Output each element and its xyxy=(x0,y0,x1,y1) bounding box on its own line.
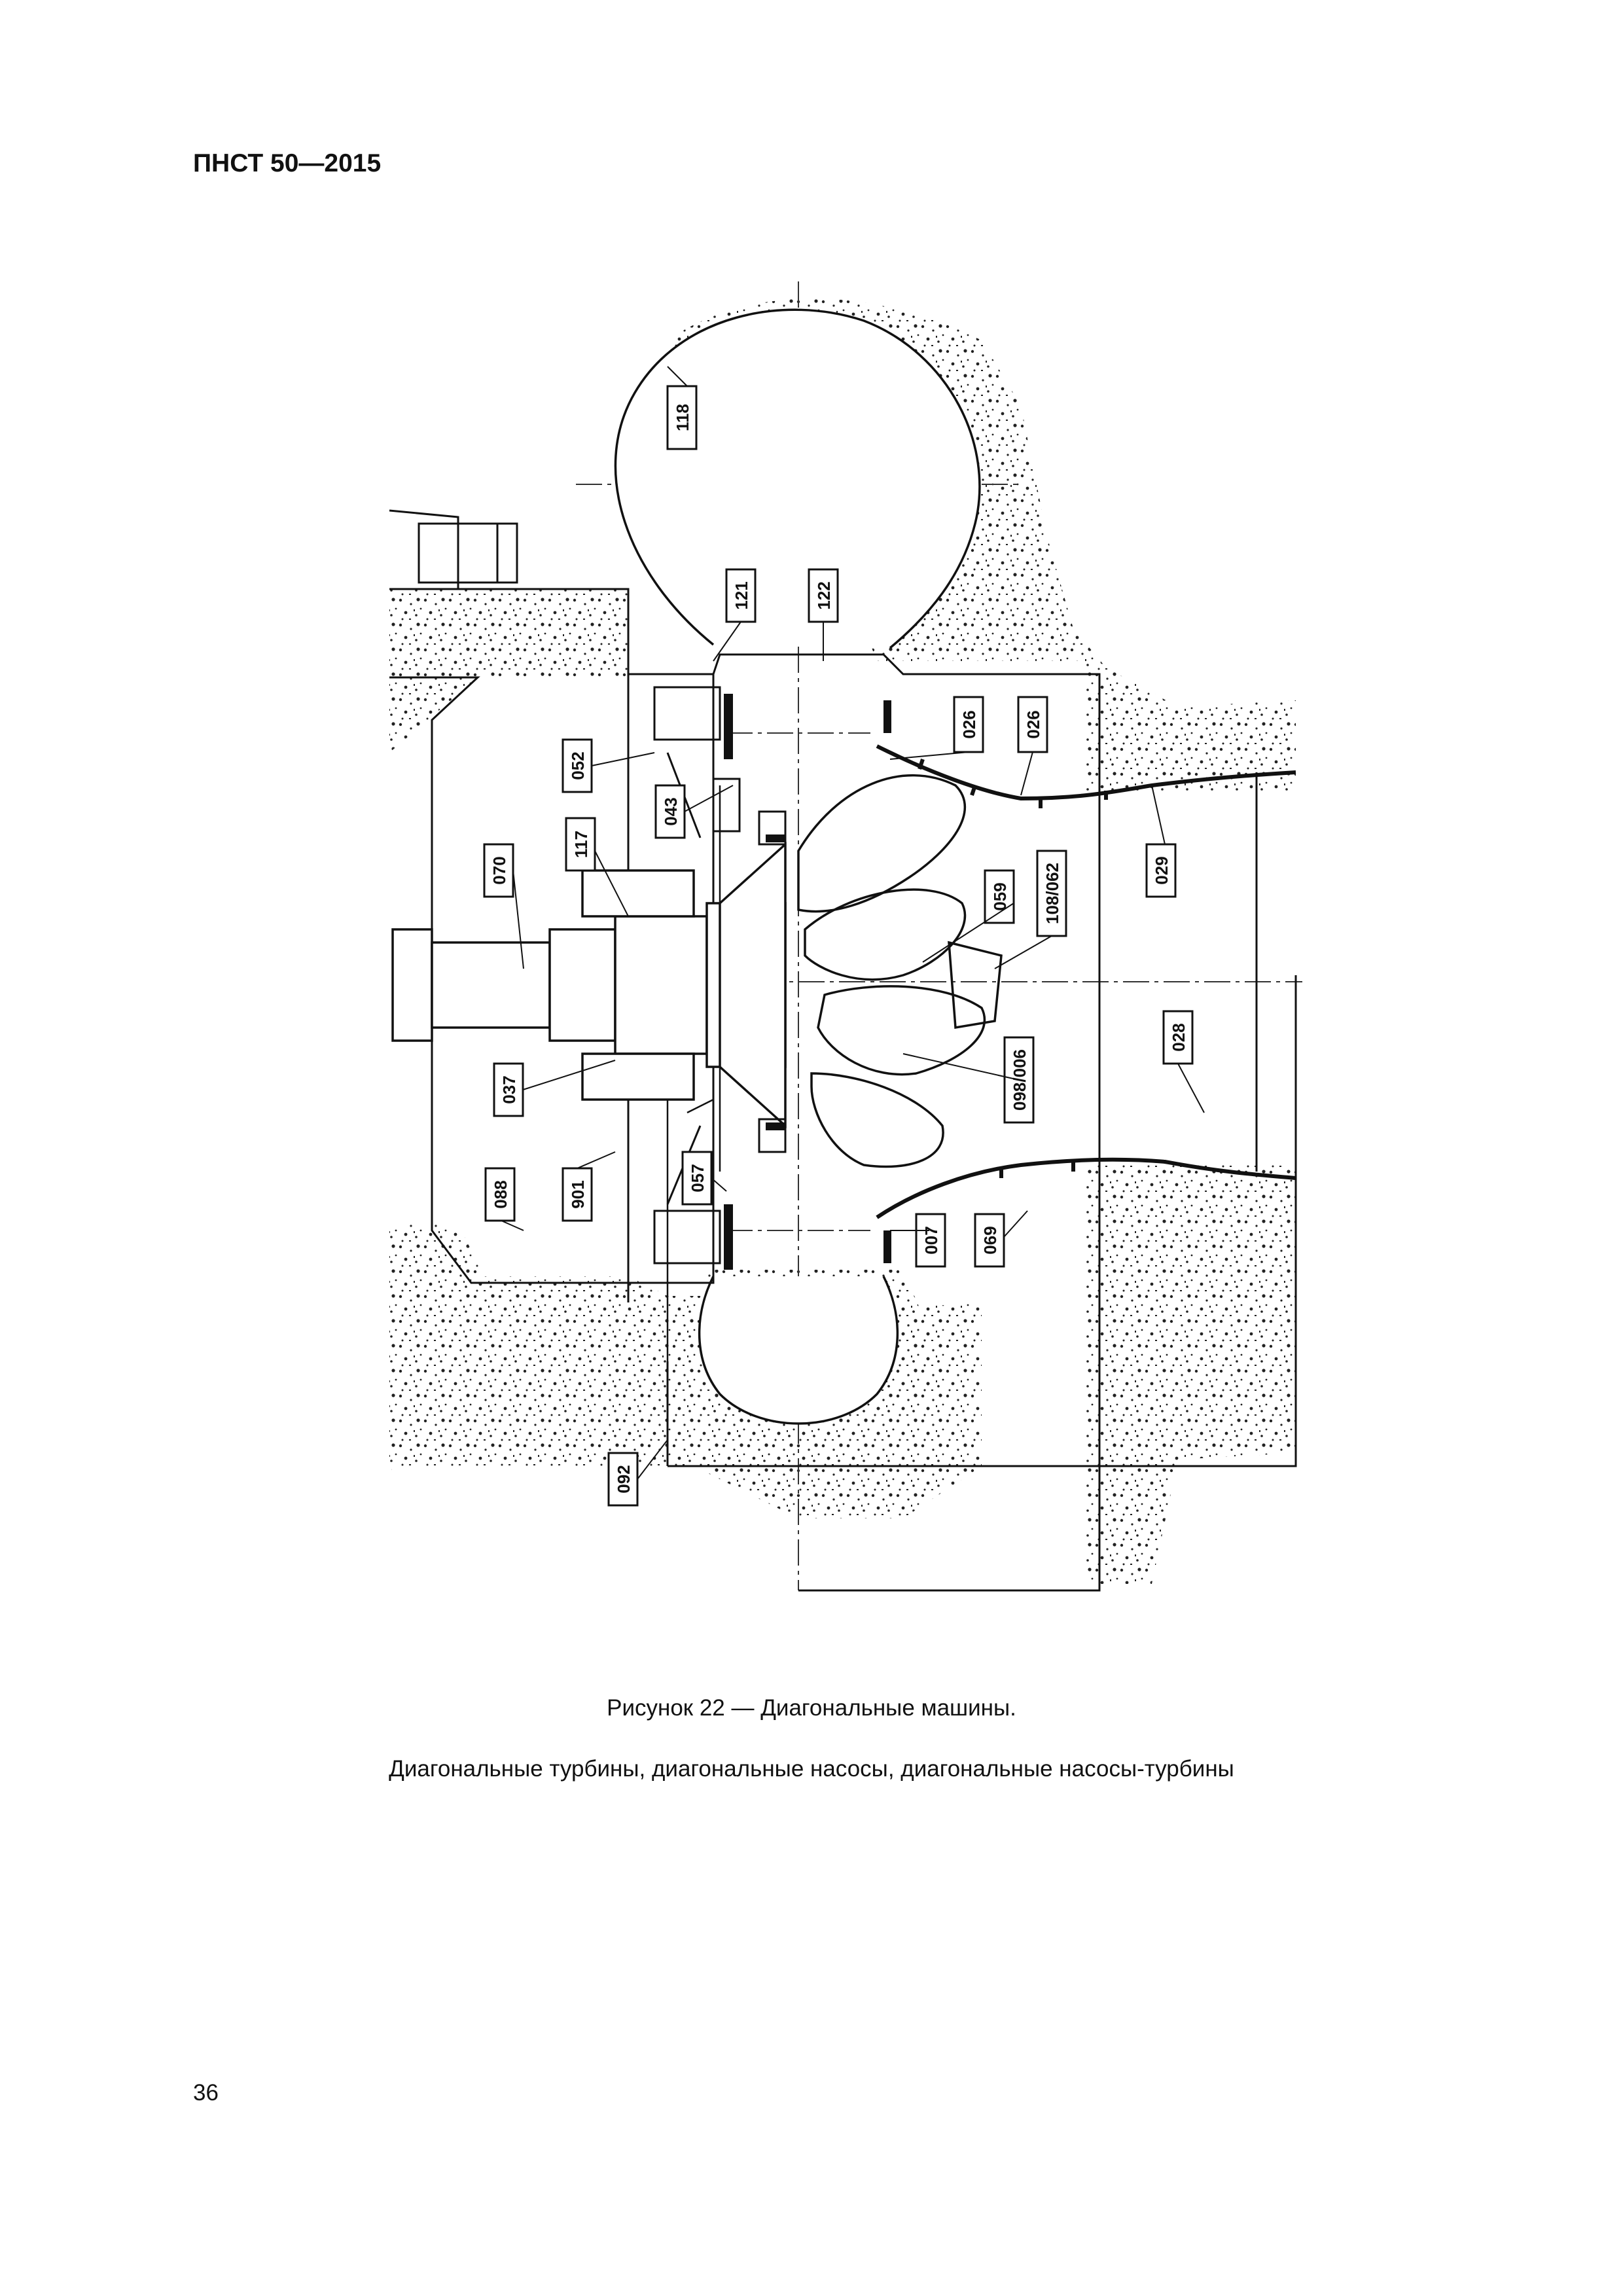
draft-tube-walls xyxy=(876,744,1296,1219)
label-117: 117 xyxy=(565,817,596,872)
label-007: 007 xyxy=(915,1213,946,1268)
label-057: 057 xyxy=(681,1151,713,1206)
leader-lines xyxy=(501,366,1205,1480)
draft-tube-sections xyxy=(666,785,1101,1466)
label-118: 118 xyxy=(666,385,698,450)
label-108-062: 108/062 xyxy=(1036,850,1067,937)
label-901: 901 xyxy=(562,1167,593,1222)
svg-text:057: 057 xyxy=(688,1164,707,1192)
svg-text:121: 121 xyxy=(732,581,751,609)
label-122: 122 xyxy=(808,568,839,623)
label-026-b: 026 xyxy=(1017,696,1048,753)
label-059: 059 xyxy=(984,869,1015,924)
svg-text:118: 118 xyxy=(673,404,692,431)
figure-caption-title: Рисунок 22 — Диагональные машины. xyxy=(607,1695,1016,1721)
spiral-case xyxy=(614,308,981,1425)
runner-blades xyxy=(797,774,1003,1168)
svg-text:117: 117 xyxy=(571,831,591,858)
label-043: 043 xyxy=(654,784,686,839)
shaft-assembly xyxy=(391,842,787,1128)
label-070: 070 xyxy=(483,843,514,898)
label-029: 029 xyxy=(1145,843,1177,898)
svg-text:108/062: 108/062 xyxy=(1043,863,1062,924)
svg-text:088: 088 xyxy=(491,1180,510,1208)
label-052: 052 xyxy=(562,738,593,793)
guide-vanes xyxy=(724,694,891,1270)
label-121: 121 xyxy=(725,568,757,623)
svg-text:901: 901 xyxy=(568,1180,588,1208)
label-028: 028 xyxy=(1162,1010,1194,1065)
svg-text:037: 037 xyxy=(499,1075,519,1103)
page-number: 36 xyxy=(193,2080,219,2106)
diagonal-machine-drawing: 118 121 122 026 026 052 043 117 xyxy=(383,268,1309,1617)
label-069: 069 xyxy=(974,1213,1005,1268)
svg-text:092: 092 xyxy=(614,1465,633,1493)
label-037: 037 xyxy=(493,1062,524,1117)
document-code: ПНСТ 50—2015 xyxy=(193,149,382,177)
svg-text:069: 069 xyxy=(980,1226,1000,1254)
svg-text:098/006: 098/006 xyxy=(1010,1049,1029,1111)
svg-text:052: 052 xyxy=(568,751,588,780)
svg-text:070: 070 xyxy=(490,856,509,884)
svg-text:059: 059 xyxy=(990,882,1010,910)
svg-text:026: 026 xyxy=(1024,710,1043,738)
label-092: 092 xyxy=(607,1452,639,1507)
label-026-a: 026 xyxy=(953,696,984,753)
label-088: 088 xyxy=(484,1167,516,1222)
svg-text:122: 122 xyxy=(814,581,834,609)
svg-text:029: 029 xyxy=(1152,856,1171,884)
svg-text:026: 026 xyxy=(959,710,979,738)
svg-text:028: 028 xyxy=(1169,1023,1188,1051)
svg-text:043: 043 xyxy=(661,797,681,825)
figure-caption-subtitle: Диагональные турбины, диагональные насос… xyxy=(389,1756,1234,1782)
